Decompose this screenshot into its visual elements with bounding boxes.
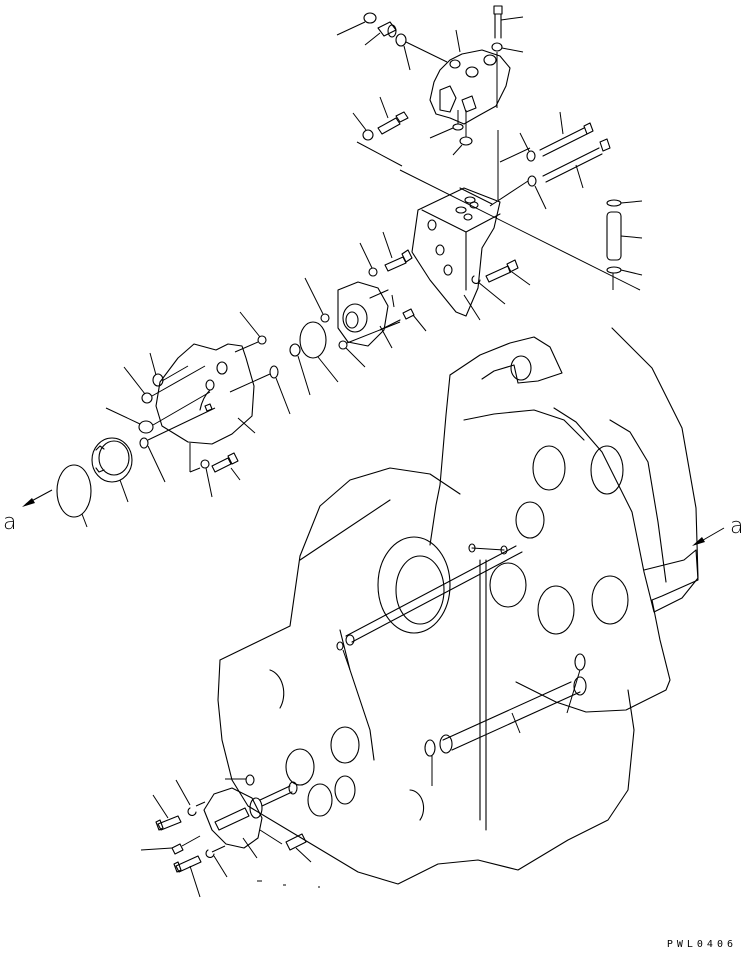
upper-valve-assembly bbox=[336, 5, 524, 167]
lower-cover-assembly bbox=[140, 774, 320, 898]
view-arrow-left bbox=[22, 489, 53, 507]
drawing-code: PWL0406 bbox=[666, 939, 737, 950]
view-marker-a-left: a bbox=[3, 510, 17, 535]
pump-flange-assembly bbox=[299, 231, 427, 383]
view-marker-a-right: a bbox=[730, 514, 744, 539]
view-arrow-right bbox=[692, 527, 725, 546]
pump-body-assembly bbox=[56, 311, 311, 528]
transmission-case bbox=[217, 327, 699, 885]
control-valve-block bbox=[399, 111, 643, 321]
